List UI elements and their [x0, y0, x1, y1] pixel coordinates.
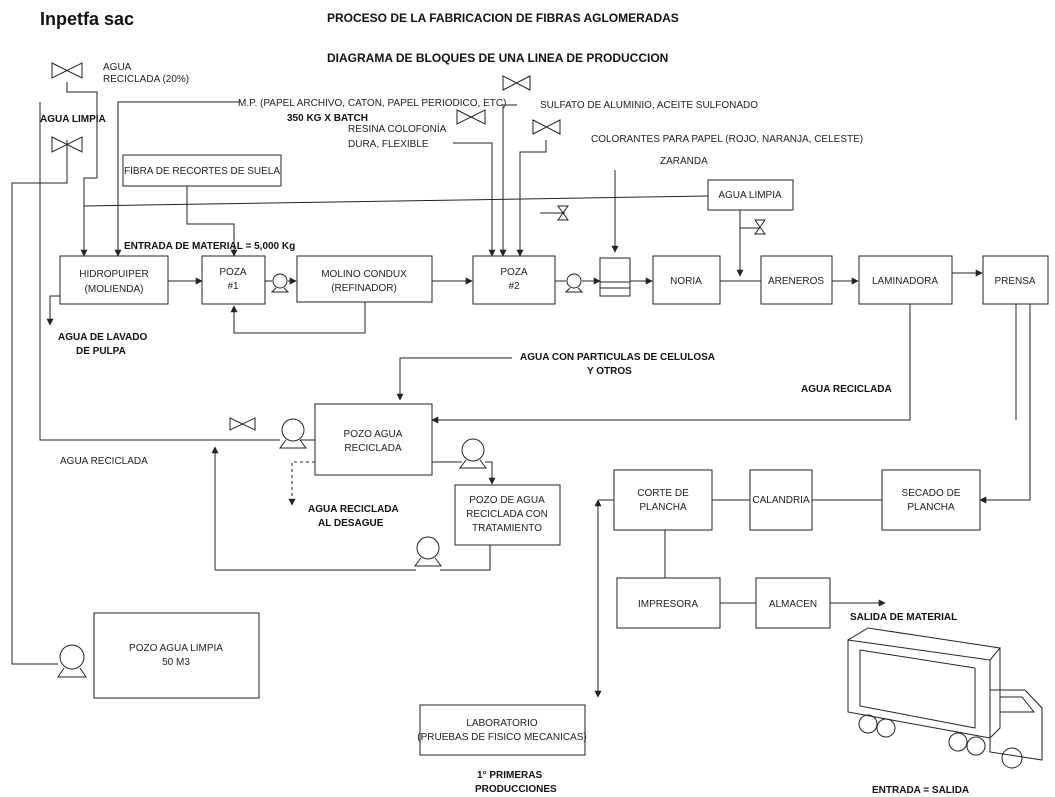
svg-text:RECICLADA (20%): RECICLADA (20%) — [103, 74, 189, 85]
diagram-subtitle: DIAGRAMA DE BLOQUES DE UNA LINEA DE PROD… — [327, 51, 668, 65]
laboratorio-box: LABORATORIO (PRUEBAS DE FISICO MECANICAS… — [417, 704, 587, 756]
svg-text:ENTRADA DE MATERIAL = 5,000 Kg: ENTRADA DE MATERIAL = 5,000 Kg — [124, 241, 295, 252]
molino-box: MOLINO CONDUX (REFINADOR) — [296, 255, 433, 303]
svg-text:ALMACEN: ALMACEN — [769, 599, 817, 610]
calandria-box: CALANDRIA — [749, 469, 813, 531]
svg-text:AGUA CON PARTICULAS DE CELULOS: AGUA CON PARTICULAS DE CELULOSA — [520, 352, 715, 363]
svg-text:AGUA RECICLADA: AGUA RECICLADA — [801, 384, 892, 395]
svg-text:CALANDRIA: CALANDRIA — [752, 495, 810, 506]
noria-box: NORIA — [652, 255, 721, 305]
poza2-box: POZA #2 — [472, 255, 556, 305]
svg-text:Y OTROS: Y OTROS — [587, 366, 632, 377]
svg-text:COLORANTES PARA PAPEL (ROJO, N: COLORANTES PARA PAPEL (ROJO, NARANJA, CE… — [591, 134, 863, 145]
svg-text:POZA: POZA — [219, 267, 247, 278]
svg-text:AGUA DE LAVADO: AGUA DE LAVADO — [58, 332, 147, 343]
diagram-title: PROCESO DE LA FABRICACION DE FIBRAS AGLO… — [327, 11, 679, 25]
svg-text:#2: #2 — [508, 281, 520, 292]
pump-icon — [270, 273, 290, 293]
svg-text:NORIA: NORIA — [670, 276, 702, 287]
svg-text:PLANCHA: PLANCHA — [639, 502, 687, 513]
secado-plancha-box: SECADO DE PLANCHA — [881, 469, 981, 531]
valve-icon — [754, 219, 766, 235]
corte-plancha-box: CORTE DE PLANCHA — [613, 469, 713, 531]
svg-text:MOLINO CONDUX: MOLINO CONDUX — [321, 269, 407, 280]
svg-text:IMPRESORA: IMPRESORA — [638, 599, 698, 610]
svg-text:AGUA LIMPIA: AGUA LIMPIA — [718, 190, 782, 201]
svg-text:AGUA RECICLADA: AGUA RECICLADA — [308, 504, 399, 515]
svg-text:POZO AGUA: POZO AGUA — [344, 429, 403, 440]
laminadora-box: LAMINADORA — [858, 255, 953, 305]
valve-icon — [557, 205, 569, 221]
almacen-box: ALMACEN — [755, 577, 831, 629]
svg-text:ZARANDA: ZARANDA — [660, 156, 708, 167]
svg-text:ENTRADA = SALIDA: ENTRADA = SALIDA — [872, 785, 969, 796]
svg-text:AGUA: AGUA — [103, 62, 132, 73]
impresora-box: IMPRESORA — [616, 577, 721, 629]
svg-text:CORTE DE: CORTE DE — [637, 488, 689, 499]
annotations: AGUA RECICLADA (20%) M.P. (PAPEL ARCHIVO… — [40, 62, 969, 796]
svg-text:TRATAMIENTO: TRATAMIENTO — [472, 523, 542, 534]
svg-text:(PRUEBAS DE FISICO MECANICAS): (PRUEBAS DE FISICO MECANICAS) — [417, 732, 586, 743]
pump-icon — [279, 418, 307, 449]
pump-icons — [57, 273, 584, 678]
svg-text:1° PRIMERAS: 1° PRIMERAS — [477, 770, 542, 781]
valve-icon — [51, 62, 83, 79]
svg-text:FIBRA DE RECORTES DE SUELA: FIBRA DE RECORTES DE SUELA — [124, 166, 280, 177]
svg-text:RECICLADA CON: RECICLADA CON — [466, 509, 548, 520]
svg-text:POZO AGUA LIMPIA: POZO AGUA LIMPIA — [129, 643, 223, 654]
pump-icon — [459, 438, 487, 469]
zaranda-icon — [599, 257, 631, 297]
poza1-box: POZA #1 — [201, 255, 266, 305]
svg-text:SALIDA DE MATERIAL: SALIDA DE MATERIAL — [850, 612, 957, 623]
pozo-tratamiento-box: POZO DE AGUA RECICLADA CON TRATAMIENTO — [454, 484, 561, 546]
svg-text:SULFATO DE ALUMINIO, ACEITE SU: SULFATO DE ALUMINIO, ACEITE SULFONADO — [540, 100, 758, 111]
truck-icon — [847, 627, 1043, 769]
svg-text:AGUA RECICLADA: AGUA RECICLADA — [60, 456, 148, 467]
svg-text:M.P. (PAPEL ARCHIVO, CATON, PA: M.P. (PAPEL ARCHIVO, CATON, PAPEL PERIOD… — [238, 98, 506, 109]
svg-text:POZA: POZA — [500, 267, 528, 278]
company-name: Inpetfa sac — [40, 9, 134, 29]
valve-icon — [456, 109, 486, 125]
svg-text:LAMINADORA: LAMINADORA — [872, 276, 938, 287]
svg-text:#1: #1 — [227, 281, 239, 292]
fibra-box: FIBRA DE RECORTES DE SUELA — [122, 154, 282, 187]
svg-text:POZO DE AGUA: POZO DE AGUA — [469, 495, 545, 506]
svg-text:350 KG X BATCH: 350 KG X BATCH — [287, 113, 368, 124]
svg-text:PRENSA: PRENSA — [994, 276, 1035, 287]
svg-text:AGUA LIMPIA: AGUA LIMPIA — [40, 114, 106, 125]
svg-text:RECICLADA: RECICLADA — [344, 443, 402, 454]
valve-icons — [51, 62, 766, 431]
valve-icon — [229, 417, 256, 431]
flow-lines — [11, 82, 1031, 698]
pozo-agua-reciclada-box: POZO AGUA RECICLADA — [314, 403, 433, 476]
svg-text:RESINA COLOFONÍA: RESINA COLOFONÍA — [348, 122, 447, 135]
svg-text:LABORATORIO: LABORATORIO — [466, 718, 538, 729]
svg-text:AL DESAGUE: AL DESAGUE — [318, 518, 384, 529]
areneros-box: ARENEROS — [760, 255, 833, 305]
valve-icon — [532, 119, 561, 135]
svg-text:50 M3: 50 M3 — [162, 657, 190, 668]
svg-text:(REFINADOR): (REFINADOR) — [331, 283, 397, 294]
agua-limpia-box: AGUA LIMPIA — [707, 179, 794, 211]
pozo-agua-limpia-box: POZO AGUA LIMPIA 50 M3 — [93, 612, 260, 699]
svg-text:DURA, FLEXIBLE: DURA, FLEXIBLE — [348, 139, 429, 150]
svg-text:SECADO DE: SECADO DE — [902, 488, 961, 499]
pump-icon — [414, 536, 442, 567]
pump-icon — [57, 644, 87, 678]
svg-text:HIDROPUIPER: HIDROPUIPER — [79, 269, 148, 280]
svg-text:(MOLIENDA): (MOLIENDA) — [85, 284, 144, 295]
pump-icon — [564, 273, 584, 293]
hidropulper-box: HIDROPUIPER (MOLIENDA) — [59, 255, 169, 305]
valve-icon — [51, 136, 83, 153]
prensa-box: PRENSA — [982, 255, 1049, 305]
svg-text:ARENEROS: ARENEROS — [768, 276, 824, 287]
valve-icon — [502, 75, 531, 91]
svg-text:PRODUCCIONES: PRODUCCIONES — [475, 784, 557, 795]
svg-text:DE PULPA: DE PULPA — [76, 346, 126, 357]
svg-text:PLANCHA: PLANCHA — [907, 502, 955, 513]
